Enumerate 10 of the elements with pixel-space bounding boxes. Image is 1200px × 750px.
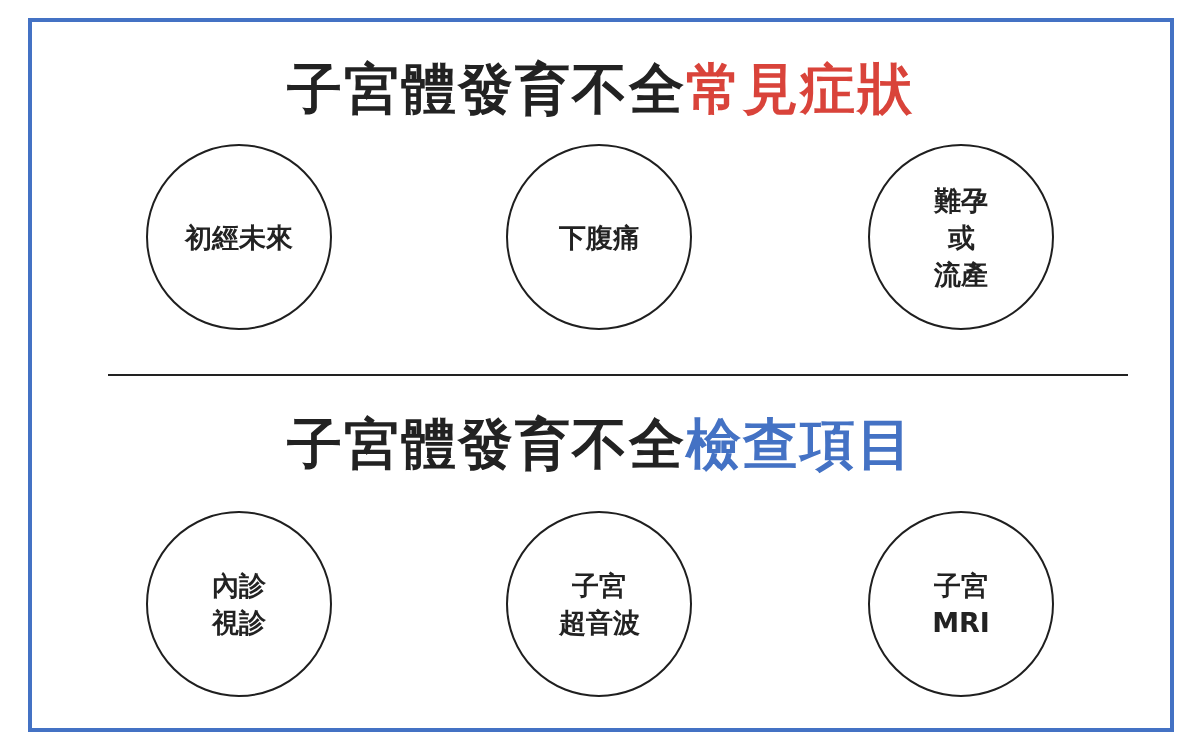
- heading: 子宮體發育不全: [286, 412, 686, 476]
- exam-circle: 內診視診: [146, 511, 332, 697]
- symptom-circle: 難孕或流產: [868, 144, 1054, 330]
- heading-highlight: 常見症狀: [685, 57, 914, 121]
- heading: 子宮體發育不全: [286, 57, 686, 121]
- exam-circle: 子宮超音波: [506, 511, 692, 697]
- symptom-circle: 初經未來: [146, 144, 332, 330]
- exam-circle: 子宮MRI: [868, 511, 1054, 697]
- symptom-circle: 下腹痛: [506, 144, 692, 330]
- heading-highlight: 檢查項目: [685, 412, 914, 476]
